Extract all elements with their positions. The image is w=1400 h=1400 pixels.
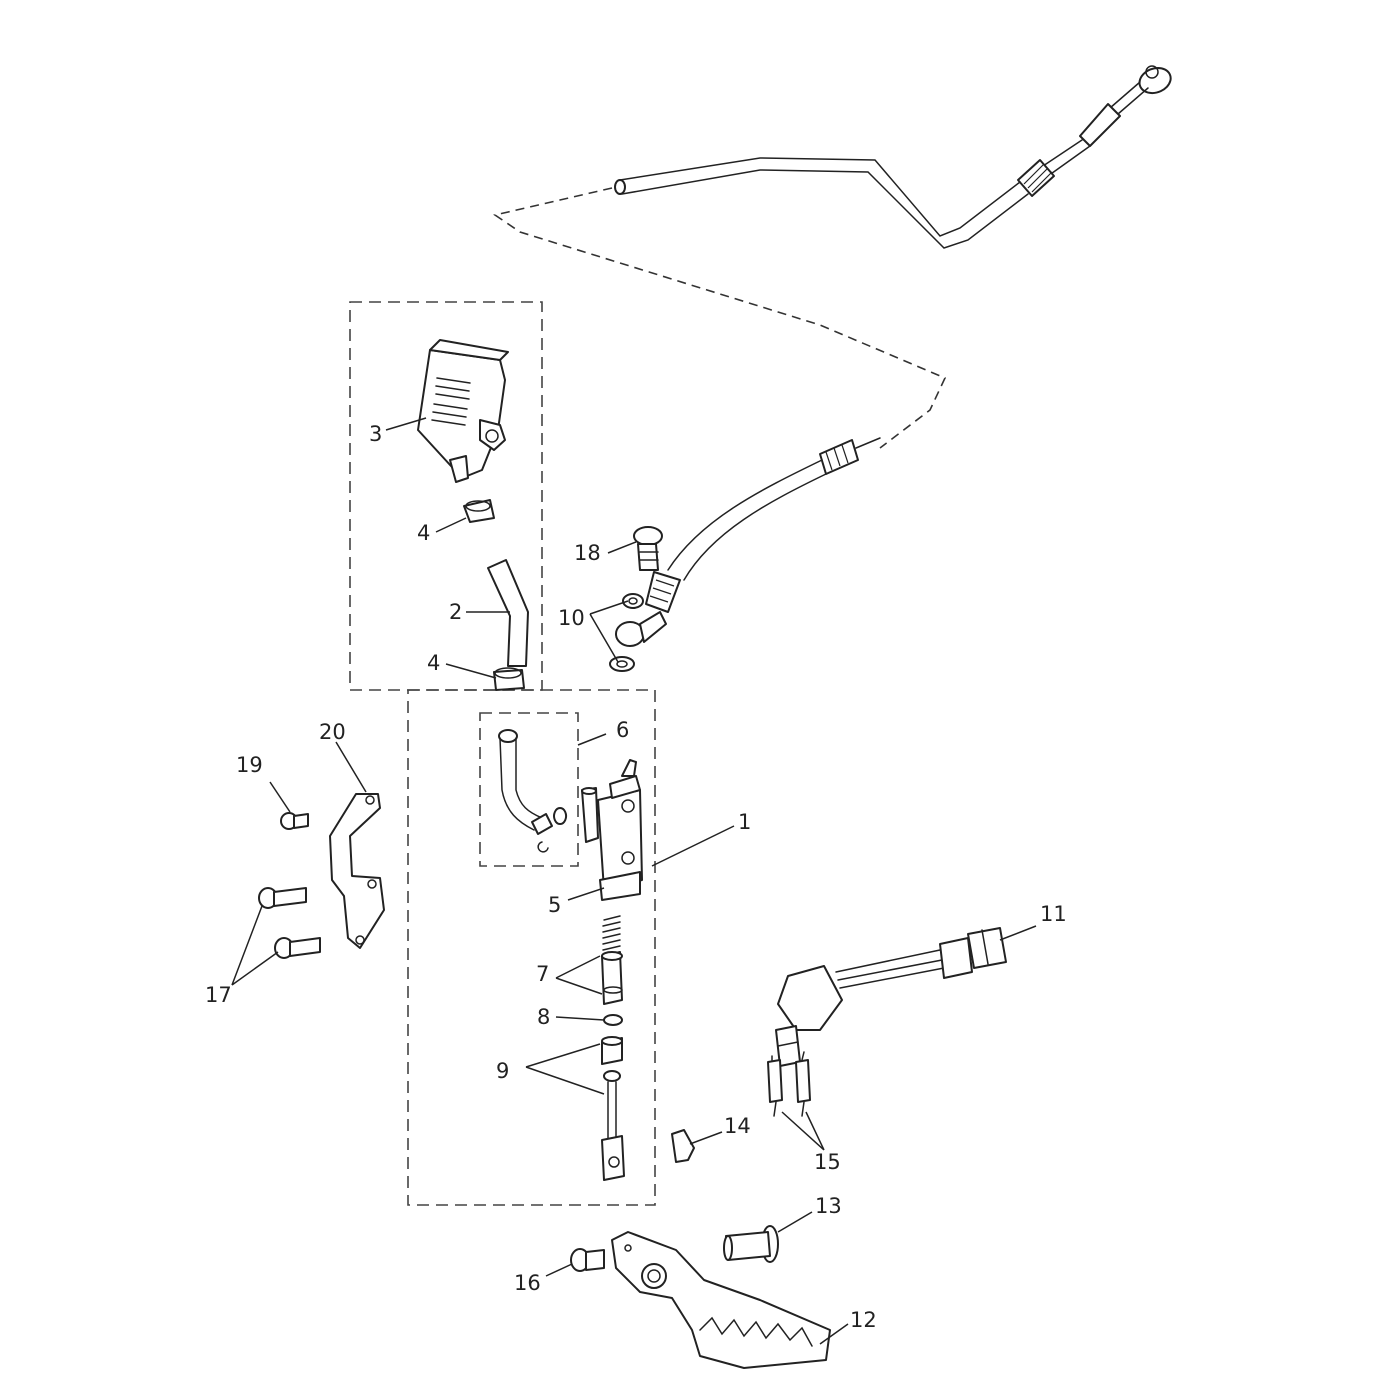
part-11-brake-light-switch bbox=[775, 927, 1007, 1067]
label-9: 9 bbox=[496, 1059, 509, 1083]
part-2-reservoir-hose bbox=[487, 559, 529, 667]
label-16: 16 bbox=[514, 1271, 541, 1295]
label-11: 11 bbox=[1040, 902, 1067, 926]
part-20-bracket bbox=[329, 793, 385, 949]
label-4-lower: 4 bbox=[427, 651, 440, 675]
label-2: 2 bbox=[449, 600, 462, 624]
hose-route-dashed bbox=[493, 187, 947, 449]
label-17: 17 bbox=[205, 983, 232, 1007]
part-6-hose-elbow bbox=[498, 729, 567, 853]
label-5: 5 bbox=[548, 893, 561, 917]
label-15: 15 bbox=[814, 1150, 841, 1174]
label-20: 20 bbox=[319, 720, 346, 744]
part-7-spring-and-piston bbox=[601, 915, 623, 1005]
label-12: 12 bbox=[850, 1308, 877, 1332]
label-18: 18 bbox=[574, 541, 601, 565]
part-14-clip bbox=[671, 1129, 695, 1163]
label-13: 13 bbox=[815, 1194, 842, 1218]
label-14: 14 bbox=[724, 1114, 751, 1138]
label-10: 10 bbox=[558, 606, 585, 630]
part-8-o-ring bbox=[603, 1014, 623, 1026]
part-19-screw bbox=[280, 812, 309, 830]
part-1-master-cylinder bbox=[581, 759, 643, 901]
part-10-banjo-and-washers bbox=[609, 593, 667, 672]
leader-lines bbox=[231, 417, 1037, 1345]
brake-hose-upper bbox=[614, 65, 1172, 249]
part-3-reservoir bbox=[417, 339, 509, 483]
label-6: 6 bbox=[616, 718, 629, 742]
brake-hose-lower bbox=[645, 437, 881, 613]
part-9-push-rod bbox=[601, 1036, 625, 1181]
label-19: 19 bbox=[236, 753, 263, 777]
master-cylinder-kit-box bbox=[407, 689, 656, 1206]
part-4-hose-clip-upper bbox=[463, 499, 495, 523]
part-16-bush bbox=[570, 1248, 605, 1272]
part-13-pivot-bolt bbox=[723, 1225, 779, 1263]
label-7: 7 bbox=[536, 962, 549, 986]
part-17-bolts bbox=[258, 887, 321, 959]
callout-labels: 1 2 3 4 4 5 6 7 8 9 10 11 12 13 14 15 16… bbox=[205, 422, 1067, 1332]
part-15-return-springs bbox=[767, 1051, 811, 1117]
hose-kit-box bbox=[479, 712, 579, 867]
label-8: 8 bbox=[537, 1005, 550, 1029]
label-1: 1 bbox=[738, 810, 751, 834]
label-3: 3 bbox=[369, 422, 382, 446]
part-18-banjo-bolt bbox=[633, 526, 663, 571]
part-12-brake-pedal bbox=[611, 1231, 831, 1369]
part-4-hose-clip-lower bbox=[493, 667, 525, 691]
label-4-upper: 4 bbox=[417, 521, 430, 545]
